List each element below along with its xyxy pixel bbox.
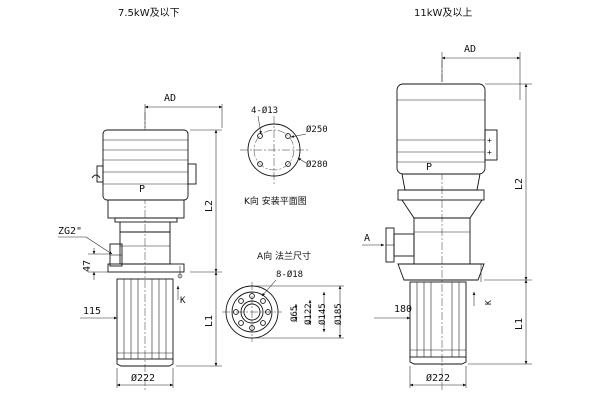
- a-view-holes: 8-Ø18: [276, 269, 303, 280]
- left-base-dia: Ø222: [131, 372, 155, 384]
- left-pump-view: 7.5kW及以下 AD P: [58, 7, 223, 392]
- left-dim-115: 115: [83, 306, 101, 317]
- k-view-dia-pcd: Ø280: [306, 159, 328, 170]
- a-view-dia4: Ø185: [333, 303, 344, 325]
- a-view-caption: A向 法兰尺寸: [257, 250, 311, 262]
- left-view-title: 7.5kW及以下: [118, 7, 180, 19]
- right-view-title: 11kW及以上: [414, 7, 472, 19]
- a-view-dia1: Ø65: [289, 306, 300, 322]
- k-view-mounting-plan: 4-Ø13 Ø250 Ø280 K向 安装平面图: [240, 105, 328, 207]
- left-motor-body: [102, 129, 189, 201]
- right-p-label: P: [426, 162, 432, 173]
- svg-text:+: +: [487, 148, 492, 157]
- left-l1-label: L1: [204, 315, 215, 327]
- right-motor-body: [396, 83, 486, 175]
- right-pump-casing: [409, 281, 467, 358]
- a-view-dia2: Ø122: [303, 303, 314, 325]
- right-l1-label: L1: [514, 318, 525, 330]
- a-view-dia3: Ø145: [317, 303, 328, 325]
- right-ad-label: AD: [464, 44, 476, 55]
- right-l2-label: L2: [514, 178, 525, 190]
- left-zg-label: ZG2": [58, 226, 82, 237]
- left-p-label: P: [139, 184, 145, 195]
- right-k-label: K: [484, 300, 493, 305]
- k-view-caption: K向 安装平面图: [244, 195, 307, 207]
- left-l2-label: L2: [204, 200, 215, 212]
- right-base-dia: Ø222: [426, 372, 450, 384]
- svg-text:+: +: [487, 136, 492, 145]
- right-pump-view: 11kW及以上 AD + + P: [362, 7, 532, 392]
- right-dim-180: 180: [394, 304, 412, 315]
- left-dim-47: 47: [82, 260, 93, 272]
- left-k-label: K: [180, 296, 186, 306]
- right-a-label: A: [364, 233, 370, 244]
- left-ad-label: AD: [164, 93, 176, 104]
- k-view-outer-circle: [247, 123, 301, 177]
- k-view-holes: 4-Ø13: [251, 105, 278, 116]
- k-view-dia-outer: Ø250: [306, 124, 328, 135]
- a-view-flange: A向 法兰尺寸 8-Ø18 Ø65 Ø122 Ø145 Ø185: [222, 250, 344, 342]
